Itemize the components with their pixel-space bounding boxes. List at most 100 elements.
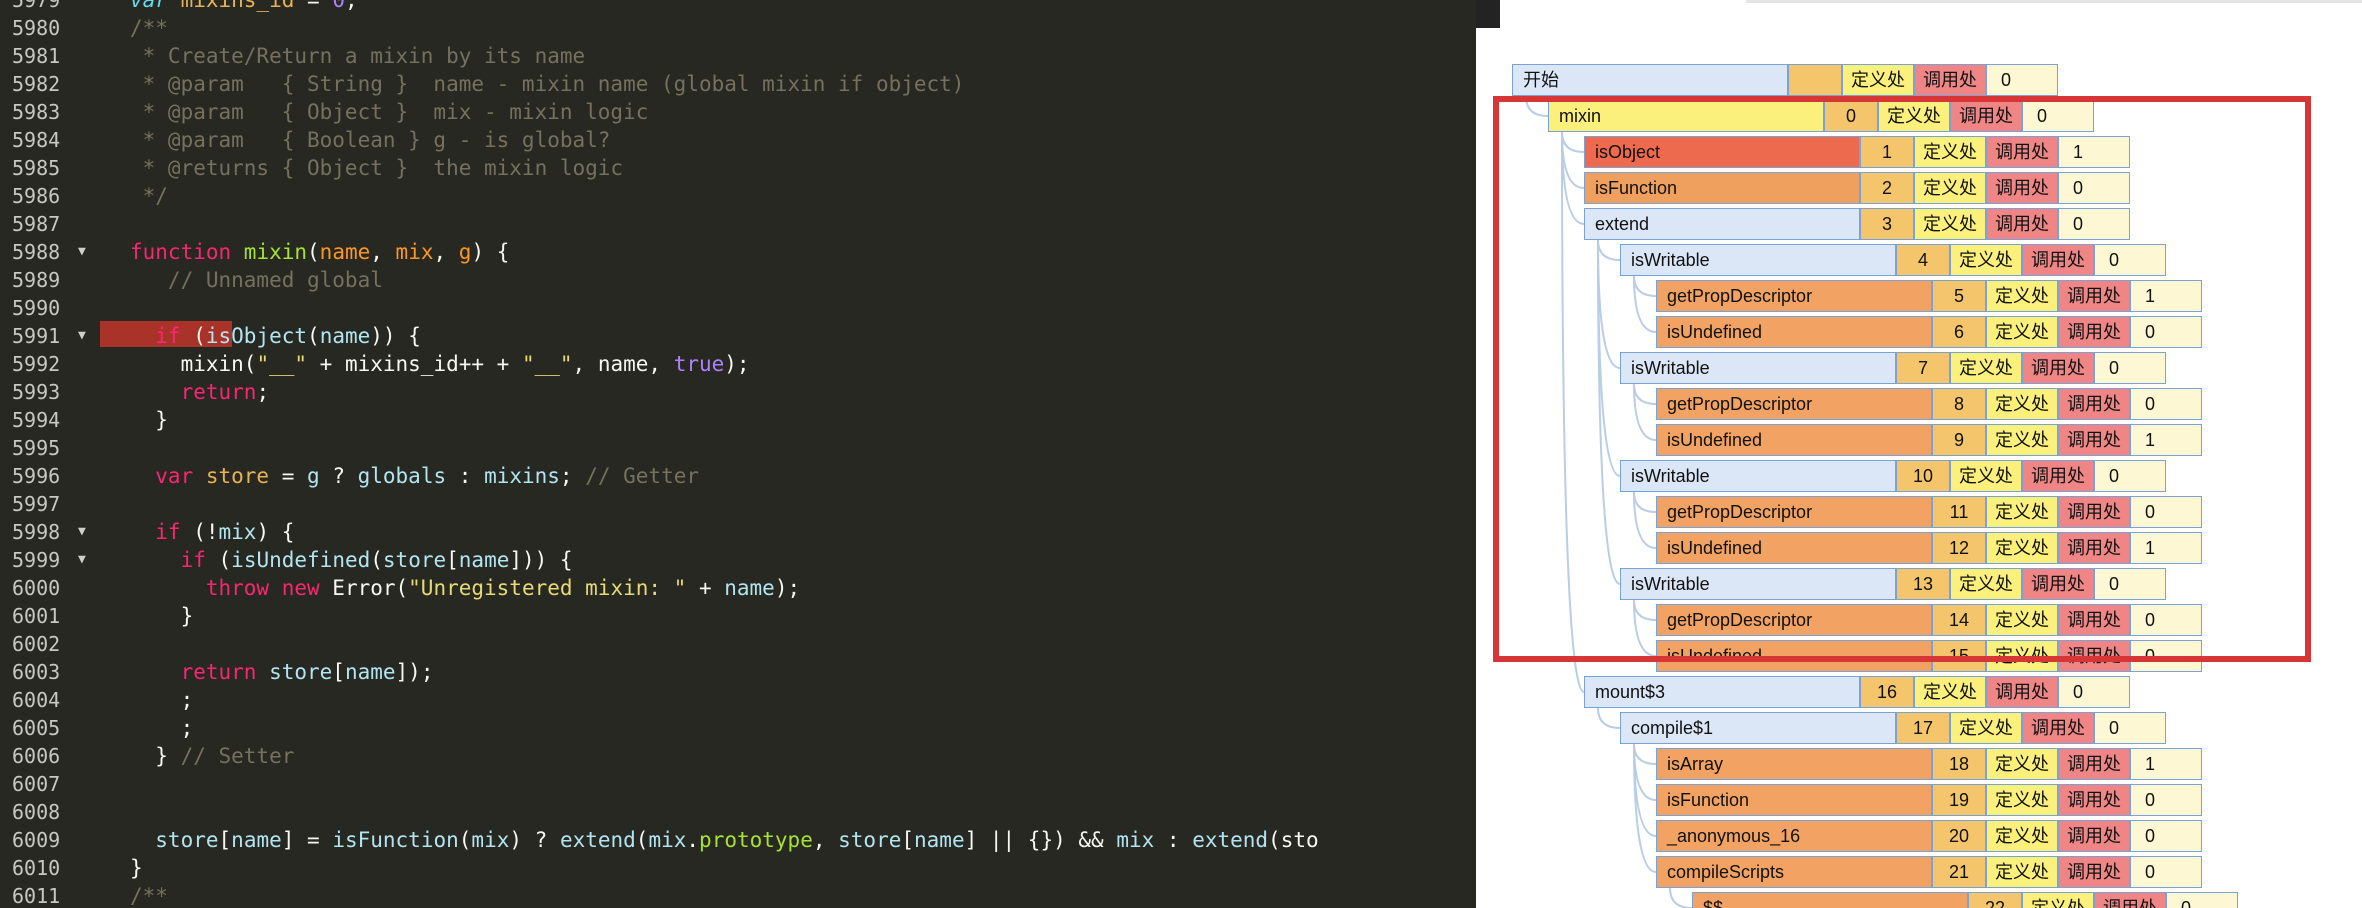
node-count: 1 bbox=[2130, 748, 2202, 780]
node-count: 1 bbox=[2130, 424, 2202, 456]
line-number: 6008 bbox=[12, 800, 61, 824]
code-token: mixin( bbox=[130, 352, 257, 376]
node-name: isWritable bbox=[1620, 568, 1896, 600]
code-token: /** bbox=[130, 884, 168, 908]
code-token: } bbox=[130, 744, 181, 768]
code-line: 5999▼ if (isUndefined(store[name])) { bbox=[0, 546, 1476, 574]
code-token: // Unnamed global bbox=[130, 268, 383, 292]
code-token: ( bbox=[218, 548, 232, 572]
code-line: 5988▼function mixin(name, mix, g) { bbox=[0, 238, 1476, 266]
code-token: , name, bbox=[572, 352, 674, 376]
code-token: name bbox=[344, 660, 396, 684]
define-cell: 定义处 bbox=[1914, 208, 1986, 240]
node-name: getPropDescriptor bbox=[1656, 280, 1932, 312]
code-line: 5984 * @param { Boolean } g - is global? bbox=[0, 126, 1476, 154]
line-number: 5984 bbox=[12, 128, 61, 152]
code-line: 6001 } bbox=[0, 602, 1476, 630]
line-number: 5989 bbox=[12, 268, 61, 292]
tree-connector bbox=[1633, 743, 1657, 873]
node-index: 8 bbox=[1932, 388, 1986, 420]
code-token: (! bbox=[193, 520, 219, 544]
node-name: extend bbox=[1584, 208, 1860, 240]
code-token: , bbox=[812, 828, 839, 852]
node-index: 10 bbox=[1896, 460, 1950, 492]
code-token: ) { bbox=[471, 240, 510, 264]
node-index: 1 bbox=[1860, 136, 1914, 168]
line-number: 5992 bbox=[12, 352, 61, 376]
code-text: if (!mix) { bbox=[130, 518, 294, 546]
fold-arrow-icon[interactable]: ▼ bbox=[78, 524, 86, 539]
code-token: , bbox=[370, 240, 396, 264]
code-token: ); bbox=[724, 352, 750, 376]
code-line: 6008 bbox=[0, 798, 1476, 826]
fold-arrow-icon[interactable]: ▼ bbox=[78, 328, 86, 343]
code-text: if (isObject(name)) { bbox=[130, 322, 421, 350]
node-name: isWritable bbox=[1620, 244, 1896, 276]
node-name: isUndefined bbox=[1656, 424, 1932, 456]
tree-connector bbox=[1561, 131, 1585, 693]
line-number: 6011 bbox=[12, 884, 61, 908]
node-name: isWritable bbox=[1620, 460, 1896, 492]
define-cell: 定义处 bbox=[1986, 748, 2058, 780]
node-index: 0 bbox=[1824, 100, 1878, 132]
code-token: mix bbox=[471, 828, 510, 852]
code-token: mix bbox=[218, 520, 257, 544]
code-text: var mixins_id = 0; bbox=[130, 0, 358, 14]
node-count: 0 bbox=[2058, 208, 2130, 240]
node-count: 0 bbox=[2130, 856, 2202, 888]
code-token: ]); bbox=[395, 660, 434, 684]
fold-arrow-icon[interactable]: ▼ bbox=[78, 244, 86, 259]
code-token: mixin bbox=[243, 240, 308, 264]
node-count: 1 bbox=[2130, 532, 2202, 564]
code-line: 5996 var store = g ? globals : mixins; /… bbox=[0, 462, 1476, 490]
line-number: 5994 bbox=[12, 408, 61, 432]
code-token: store bbox=[269, 660, 333, 684]
define-cell: 定义处 bbox=[1986, 784, 2058, 816]
code-token: ( bbox=[635, 828, 649, 852]
line-number: 5990 bbox=[12, 296, 61, 320]
line-number: 5993 bbox=[12, 380, 61, 404]
code-token: ( bbox=[458, 828, 472, 852]
node-name: isObject bbox=[1584, 136, 1860, 168]
code-text: } bbox=[130, 602, 194, 630]
code-token: "__" bbox=[256, 352, 308, 376]
node-name: getPropDescriptor bbox=[1656, 388, 1932, 420]
fold-arrow-icon[interactable]: ▼ bbox=[78, 552, 86, 567]
call-cell: 调用处 bbox=[2058, 748, 2130, 780]
code-token: ); bbox=[774, 576, 801, 600]
line-number: 5982 bbox=[12, 72, 61, 96]
line-number: 5985 bbox=[12, 156, 61, 180]
line-number: 6003 bbox=[12, 660, 61, 684]
define-cell: 定义处 bbox=[1914, 136, 1986, 168]
node-name: mount$3 bbox=[1584, 676, 1860, 708]
top-divider bbox=[1746, 0, 2362, 3]
define-cell: 定义处 bbox=[1914, 676, 1986, 708]
code-token: store bbox=[130, 828, 219, 852]
node-count: 0 bbox=[2094, 568, 2166, 600]
code-line: 5980/** bbox=[0, 14, 1476, 42]
